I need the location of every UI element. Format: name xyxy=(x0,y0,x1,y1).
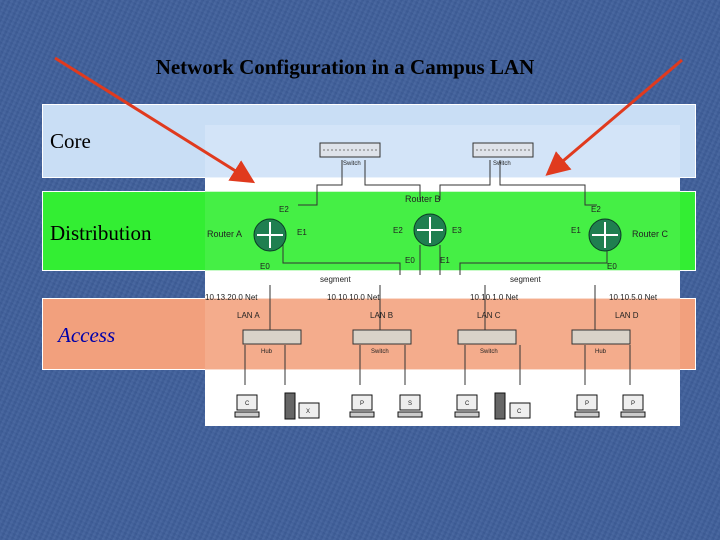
router-a-label: Router A xyxy=(207,229,242,239)
host-4 xyxy=(397,394,423,418)
distribution-label: Distribution xyxy=(50,221,152,245)
link-hub-hosts-a xyxy=(244,345,286,385)
host-2 xyxy=(284,392,320,420)
port-b-e2: E2 xyxy=(393,226,403,235)
host-6 xyxy=(494,392,531,420)
lan-label-b: LAN B xyxy=(370,311,393,320)
core-switch-1 xyxy=(319,142,381,158)
router-b-label: Router B xyxy=(405,194,441,204)
host-8 xyxy=(620,394,646,418)
port-b-e3: E3 xyxy=(452,226,462,235)
router-b xyxy=(413,213,447,247)
net-label-3: 10.10.1.0 Net xyxy=(470,293,519,302)
port-c-e2: E2 xyxy=(591,205,601,214)
port-c-e1: E1 xyxy=(571,226,581,235)
access-device-label-4: Hub xyxy=(595,349,607,355)
net-label-1: 10.13.20.0 Net xyxy=(205,293,258,302)
net-label-2: 10.10.10.0 Net xyxy=(327,293,380,302)
net-label-4: 10.10.5.0 Net xyxy=(609,293,658,302)
link-switch1-routerB xyxy=(364,160,421,200)
host-7 xyxy=(574,394,600,418)
left-arrow xyxy=(54,56,256,184)
segment-label-1: segment xyxy=(320,275,351,284)
port-c-e0: E0 xyxy=(607,262,617,271)
link-switch2-routerB xyxy=(439,160,491,200)
core-switch-label-2: Switch xyxy=(493,161,511,167)
network-diagram: Switch Switch Router A Router B Router C… xyxy=(205,125,680,426)
host-label-1: C xyxy=(245,401,250,407)
core-label: Core xyxy=(50,129,91,153)
host-label-3: P xyxy=(360,401,364,407)
link-hub-hosts-d xyxy=(584,345,631,385)
port-b-e1: E1 xyxy=(440,256,450,265)
access-switch-b xyxy=(352,329,412,345)
host-label-6: C xyxy=(517,409,522,415)
core-switch-2 xyxy=(472,142,534,158)
host-3 xyxy=(349,394,375,418)
host-label-4: S xyxy=(408,401,412,407)
host-label-8: P xyxy=(631,401,635,407)
router-a xyxy=(253,218,287,252)
access-device-label-3: Switch xyxy=(480,349,498,355)
host-label-2: X xyxy=(306,409,310,415)
link-switch1-routerA xyxy=(298,160,343,206)
access-device-label-1: Hub xyxy=(261,349,273,355)
host-5 xyxy=(454,394,480,418)
slide-title: Network Configuration in a Campus LAN xyxy=(155,55,535,79)
right-arrow xyxy=(545,58,683,176)
router-c xyxy=(588,218,622,252)
link-switch-hosts-c xyxy=(464,345,521,385)
access-device-label-2: Switch xyxy=(371,349,389,355)
host-label-5: C xyxy=(465,401,470,407)
link-routerA-segment xyxy=(282,237,401,275)
segment-label-2: segment xyxy=(510,275,541,284)
lan-label-a: LAN A xyxy=(237,311,260,320)
lan-label-d: LAN D xyxy=(615,311,639,320)
link-switch-hosts-b xyxy=(359,345,406,385)
port-a-e2: E2 xyxy=(279,205,289,214)
access-label: Access xyxy=(58,323,116,347)
diagram-net-bg xyxy=(205,271,680,298)
router-c-label: Router C xyxy=(632,229,669,239)
lan-label-c: LAN C xyxy=(477,311,501,320)
port-b-e0: E0 xyxy=(405,256,415,265)
access-hub-a xyxy=(242,329,302,345)
host-1 xyxy=(234,394,260,418)
port-a-e0: E0 xyxy=(260,262,270,271)
distribution-band xyxy=(42,191,696,271)
port-a-e1: E1 xyxy=(297,228,307,237)
link-switch2-routerC xyxy=(499,160,597,206)
diagram-host-bg xyxy=(205,370,680,426)
access-switch-c xyxy=(457,329,517,345)
core-switch-label-1: Switch xyxy=(343,161,361,167)
access-hub-d xyxy=(571,329,631,345)
host-label-7: P xyxy=(585,401,589,407)
diagram-core-bg xyxy=(205,125,680,178)
